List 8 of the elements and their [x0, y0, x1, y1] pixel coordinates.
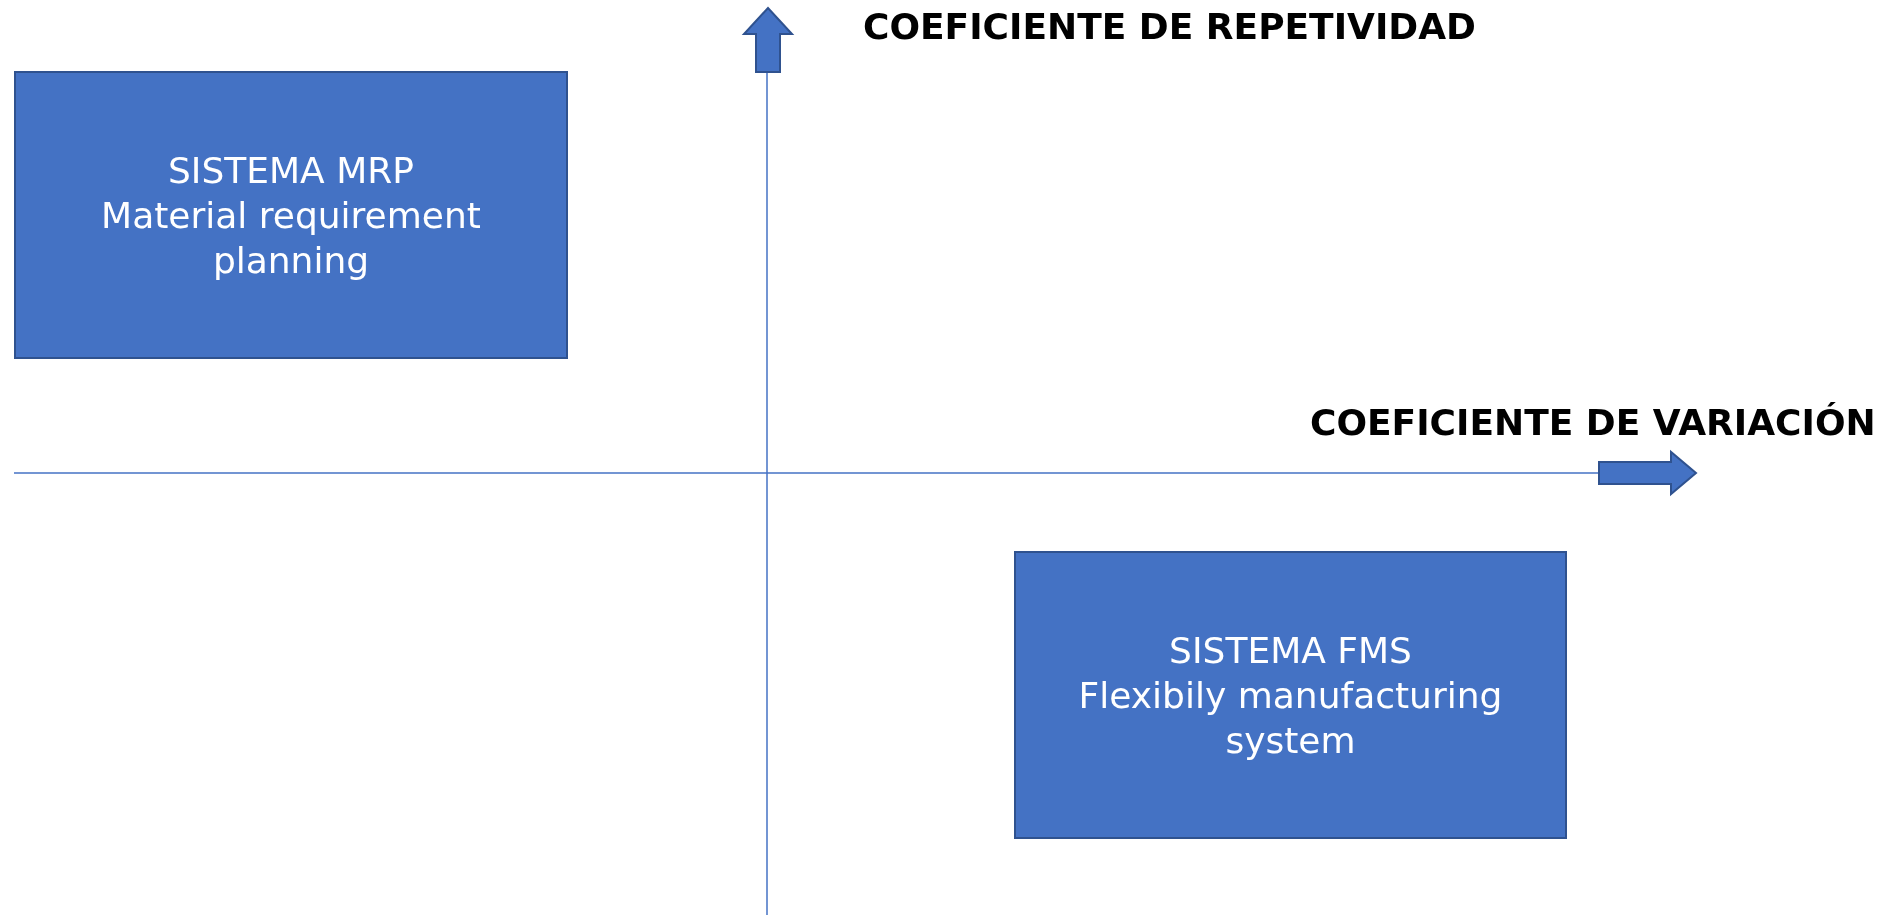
box-heading: SISTEMA FMS — [1169, 628, 1412, 673]
axis-label: COEFICIENTE DE VARIACIÓN — [1310, 402, 1876, 443]
box-text: Flexibily manufacturing system — [1077, 673, 1504, 763]
quadrant-box — [14, 71, 568, 359]
box-text: Material requirement planning — [100, 193, 482, 283]
box-heading: SISTEMA MRP — [168, 148, 414, 193]
axis-label: COEFICIENTE DE REPETIVIDAD — [863, 6, 1476, 47]
quadrant-box — [1014, 551, 1567, 839]
